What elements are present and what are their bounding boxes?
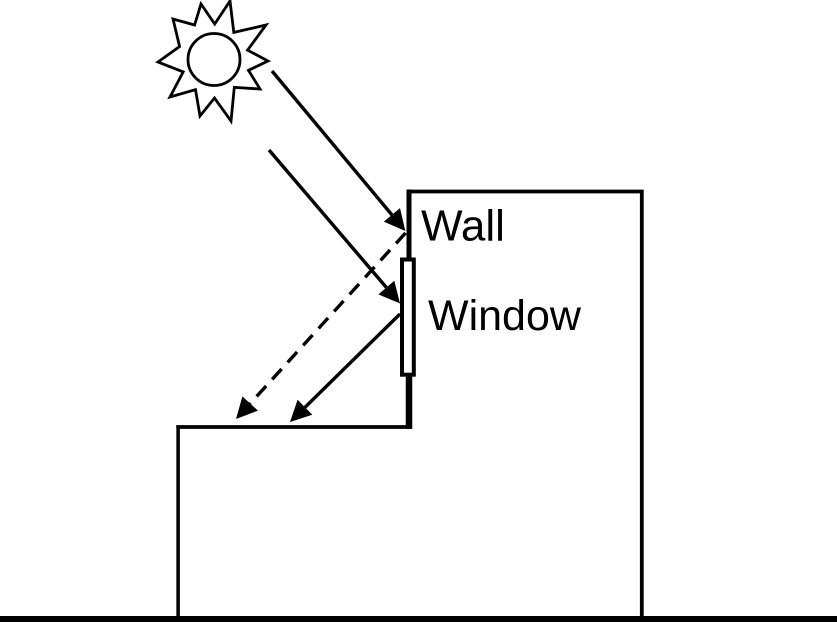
svg-text:Window: Window (428, 292, 582, 340)
svg-text:Wall: Wall (421, 202, 505, 251)
